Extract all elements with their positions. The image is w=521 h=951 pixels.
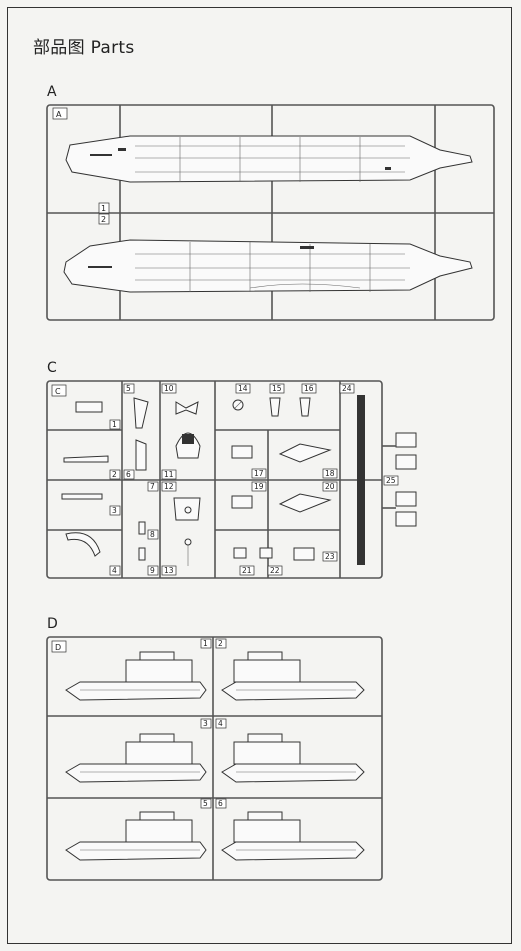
part-num-c7: 7 bbox=[150, 482, 155, 491]
part-num-c1: 1 bbox=[112, 420, 117, 429]
part-c8-shape bbox=[138, 521, 146, 535]
part-d4-shape bbox=[221, 733, 365, 783]
part-c2-shape bbox=[63, 455, 109, 463]
part-num-d3: 3 bbox=[203, 719, 208, 728]
part-c4-shape bbox=[65, 532, 101, 557]
part-c6-shape bbox=[135, 439, 147, 471]
part-c25a-shape bbox=[395, 432, 417, 448]
part-c25b-shape bbox=[395, 454, 417, 470]
part-c1-shape bbox=[75, 401, 103, 413]
part-c9-shape bbox=[138, 547, 146, 561]
part-num-a2: 2 bbox=[101, 215, 106, 224]
part-num-c13: 13 bbox=[164, 566, 174, 575]
part-num-c24: 24 bbox=[342, 384, 352, 393]
sprue-a-label: A bbox=[47, 84, 57, 100]
part-num-c22: 22 bbox=[270, 566, 280, 575]
part-c15-shape bbox=[269, 397, 281, 417]
part-c5-shape bbox=[133, 397, 149, 429]
part-num-c16: 16 bbox=[304, 384, 314, 393]
part-num-c14: 14 bbox=[238, 384, 248, 393]
part-num-c3: 3 bbox=[112, 506, 117, 515]
part-d2-shape bbox=[221, 651, 365, 701]
part-num-d2: 2 bbox=[218, 639, 223, 648]
part-num-d1: 1 bbox=[203, 639, 208, 648]
part-c24-shape bbox=[357, 395, 365, 565]
sprue-c-label: C bbox=[47, 360, 57, 376]
part-num-c10: 10 bbox=[164, 384, 174, 393]
part-c20-shape bbox=[278, 493, 332, 513]
sprue-d-tag: D bbox=[55, 643, 61, 652]
part-c25d-shape bbox=[395, 511, 417, 527]
part-num-c20: 20 bbox=[325, 482, 335, 491]
hull-half-part-2 bbox=[63, 239, 473, 293]
page-title: 部品图 Parts bbox=[33, 38, 135, 58]
part-num-c5: 5 bbox=[126, 384, 131, 393]
part-c23-shape bbox=[293, 547, 315, 561]
part-c22-shape bbox=[259, 547, 273, 559]
part-num-c18: 18 bbox=[325, 469, 335, 478]
part-num-a1: 1 bbox=[101, 204, 106, 213]
sprue-d: D bbox=[46, 636, 383, 881]
sprue-a-tag: A bbox=[56, 110, 62, 119]
part-num-c4: 4 bbox=[112, 566, 117, 575]
sprue-d-label: D bbox=[47, 616, 58, 632]
part-c16-shape bbox=[299, 397, 311, 417]
part-num-c15: 15 bbox=[272, 384, 282, 393]
part-num-c8: 8 bbox=[150, 530, 155, 539]
part-num-c17: 17 bbox=[254, 469, 264, 478]
part-num-d6: 6 bbox=[218, 799, 223, 808]
part-num-c23: 23 bbox=[325, 552, 335, 561]
page-border bbox=[7, 7, 512, 944]
part-c3-shape bbox=[61, 493, 103, 500]
part-c10-shape bbox=[175, 401, 199, 415]
part-d1-shape bbox=[65, 651, 207, 701]
part-num-c12: 12 bbox=[164, 482, 174, 491]
part-c19-shape bbox=[231, 495, 253, 509]
part-num-c6: 6 bbox=[126, 470, 131, 479]
part-c18-shape bbox=[278, 443, 332, 463]
part-num-c25: 25 bbox=[386, 476, 396, 485]
part-num-d5: 5 bbox=[203, 799, 208, 808]
sprue-a: A 1 bbox=[46, 104, 495, 321]
part-d3-shape bbox=[65, 733, 207, 783]
part-num-c9: 9 bbox=[150, 566, 155, 575]
sprue-c: C 1 2 bbox=[46, 380, 417, 579]
part-c25c-shape bbox=[395, 491, 417, 507]
part-c21-shape bbox=[233, 547, 247, 559]
part-num-d4: 4 bbox=[218, 719, 223, 728]
hull-half-part-1 bbox=[65, 135, 473, 183]
part-d5-shape bbox=[65, 811, 207, 861]
part-num-c21: 21 bbox=[242, 566, 252, 575]
part-num-c19: 19 bbox=[254, 482, 264, 491]
part-c17-shape bbox=[231, 445, 253, 459]
part-num-c2: 2 bbox=[112, 470, 117, 479]
sprue-c-tag: C bbox=[55, 387, 61, 396]
part-d6-shape bbox=[221, 811, 365, 861]
part-num-c11: 11 bbox=[164, 470, 174, 479]
